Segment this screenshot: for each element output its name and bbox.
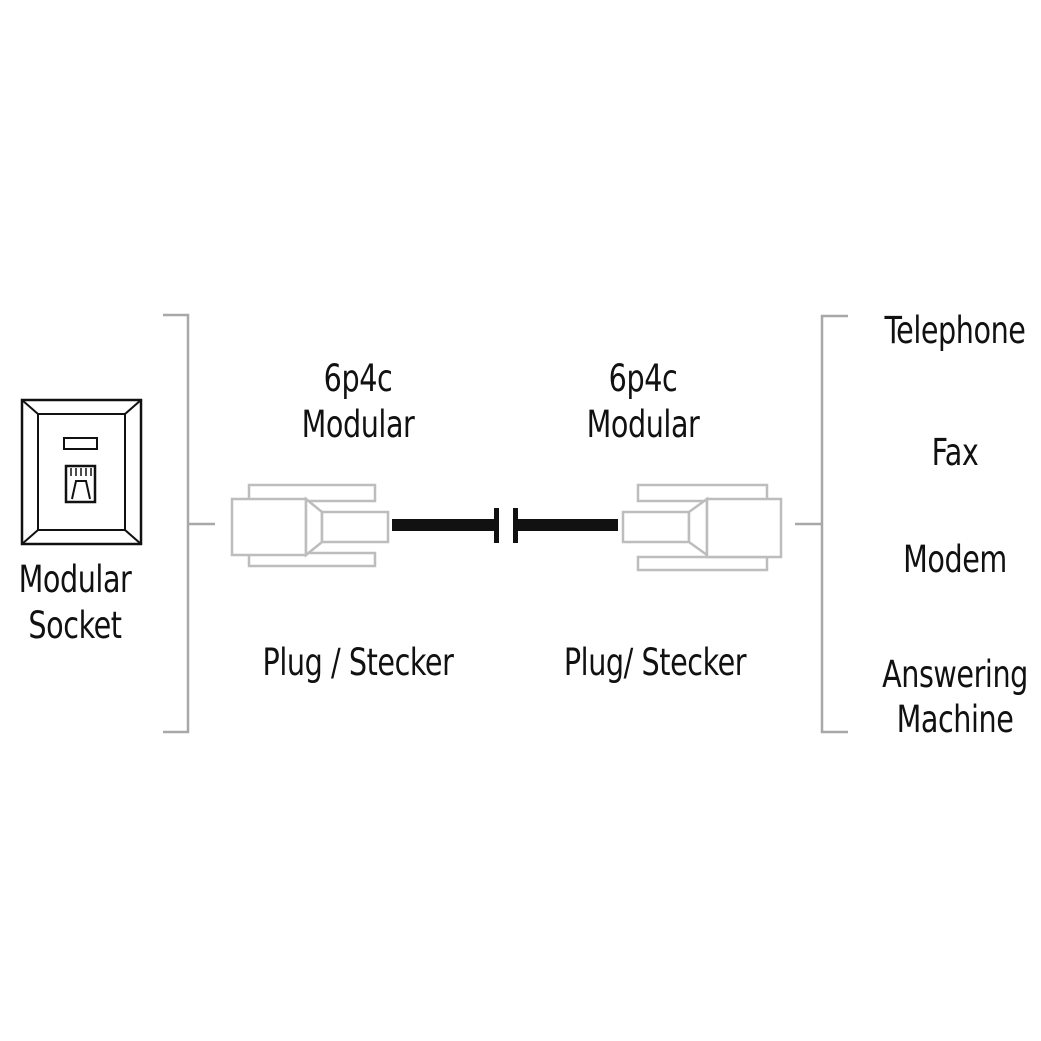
right-connector-type-line2: Modular bbox=[586, 403, 700, 446]
right-plug-caption: Plug/ Stecker bbox=[563, 641, 747, 684]
left-connector-type-line2: Modular bbox=[301, 403, 415, 446]
device-answering-line2: Machine bbox=[896, 698, 1014, 741]
right-bracket bbox=[795, 314, 848, 734]
right-connector-type-line1: 6p4c bbox=[608, 357, 678, 400]
device-telephone: Telephone bbox=[884, 309, 1026, 352]
left-plug-icon bbox=[230, 483, 390, 568]
left-plug-caption: Plug / Stecker bbox=[262, 641, 454, 684]
device-answering-line1: Answering bbox=[882, 653, 1028, 696]
device-modem: Modem bbox=[903, 538, 1007, 581]
socket-label-line1: Modular bbox=[18, 558, 132, 601]
left-bracket bbox=[163, 313, 215, 734]
socket-label-line2: Socket bbox=[28, 604, 122, 647]
left-connector-type-line1: 6p4c bbox=[323, 357, 393, 400]
cable bbox=[392, 508, 618, 543]
device-fax: Fax bbox=[931, 431, 979, 474]
wall-socket-icon bbox=[20, 398, 143, 546]
right-plug-icon bbox=[621, 483, 783, 572]
